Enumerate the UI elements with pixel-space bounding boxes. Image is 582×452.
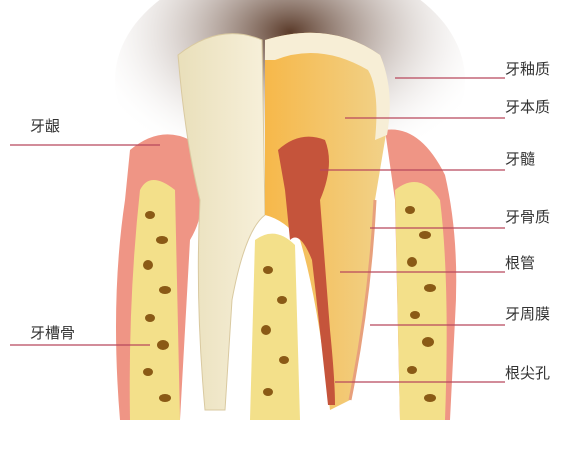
alveolar-bone-right xyxy=(395,182,447,420)
label-alveolar-bone: 牙槽骨 xyxy=(30,322,75,343)
label-root-canal: 根管 xyxy=(505,252,535,273)
label-enamel: 牙釉质 xyxy=(505,58,550,79)
label-gingiva: 牙龈 xyxy=(30,115,60,136)
label-dentin: 牙本质 xyxy=(505,96,550,117)
alveolar-bone-center xyxy=(250,234,300,420)
label-apical-foramen: 根尖孔 xyxy=(505,362,550,383)
label-cementum: 牙骨质 xyxy=(505,206,550,227)
label-periodontal-ligament: 牙周膜 xyxy=(505,303,550,324)
label-pulp: 牙髓 xyxy=(505,148,535,169)
